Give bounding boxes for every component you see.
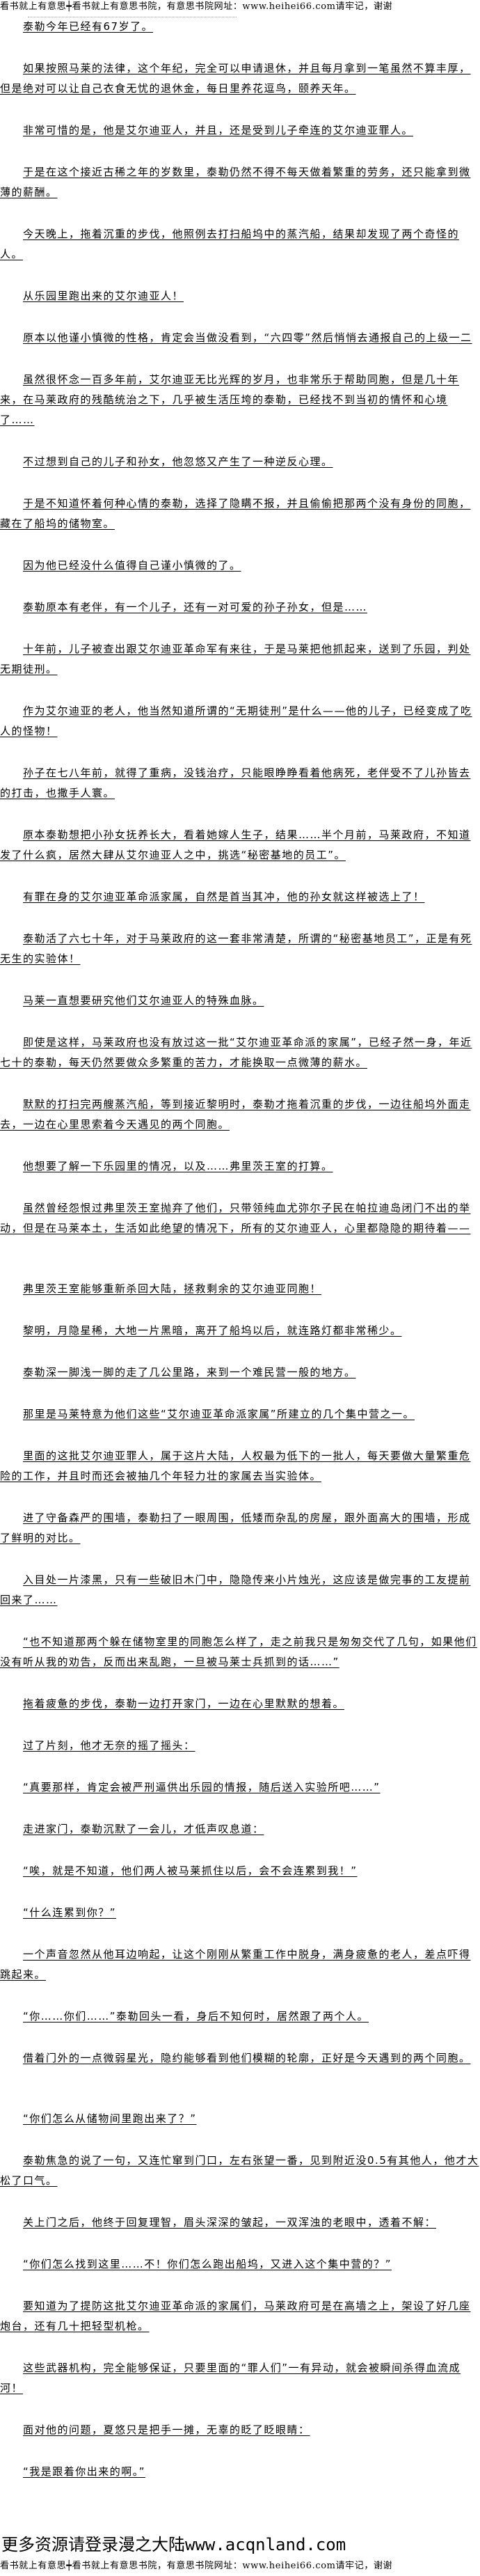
site-banner-bottom: 看书就上有意思┿看书就上有意思书院，有意思书院网址：www.heihei66.c… <box>0 2561 393 2571</box>
paragraph: 泰勒焦急的说了一句，又连忙窜到门口，左右张望一番，见到附近没0.5有其他人，他才… <box>0 2154 479 2187</box>
paragraph: 借着门外的一点微弱星光，隐约能够看到他们模糊的轮廓，正好是今天遇到的两个同胞。 <box>23 2052 471 2064</box>
paragraph: “你们怎么从储物间里跑出来了？” <box>23 2112 197 2125</box>
paragraph: 泰勒活了六七十年，对于马莱政府的这一套非常清楚，所谓的“秘密基地员工”，正是有死… <box>0 932 472 965</box>
paragraph: 原本泰勒想把小孙女抚养长大，看着她嫁人生子，结果……半个月前，马莱政府，不知道发… <box>0 828 471 861</box>
paragraph: “你……你们……”泰勒回头一看，身后不知何时，居然跟了两个人。 <box>23 2010 369 2023</box>
paragraph: 如果按照马莱的法律，这个年纪，完全可以申请退休，并且每月拿到一笔虽然不算丰厚，但… <box>0 62 471 95</box>
paragraph: 关上门之后，他终于回复理智，眉头深深的皱起，一双浑浊的老眼中，透着不解： <box>23 2216 437 2229</box>
paragraph: 虽然很怀念一百多年前，艾尔迪亚无比光辉的岁月，也非常乐于帮助同胞，但是几十年来，… <box>0 373 460 426</box>
paragraph: 作为艾尔迪亚的老人，他当然知道所谓的“无期徒刑”是什么——他的儿子，已经变成了吃… <box>0 705 472 737</box>
paragraph: 十年前，儿子被查出跟艾尔迪亚革命军有来往，于是马莱把他抓起来，送到了乐园，判处无… <box>0 643 471 675</box>
paragraph: 于是在这个接近古稀之年的岁数里，泰勒仍然不得不每天做着繁重的劳务，还只能拿到微薄… <box>0 166 471 198</box>
paragraph: 黎明，月隐星稀，大地一片黑暗，离开了船坞以后，就连路灯都非常稀少。 <box>23 1324 402 1337</box>
paragraph: 非常可惜的是，他是艾尔迪亚人，并且，还是受到儿子牵连的艾尔迪亚罪人。 <box>23 124 414 136</box>
paragraph: 泰勒深一脚浅一脚的走了几公里路，来到一个难民营一般的地方。 <box>23 1366 356 1379</box>
paragraph: 泰勒原本有老伴，有一个儿子，还有一对可爱的孙子孙女，但是…… <box>23 601 368 613</box>
paragraph: 泰勒今年已经有67岁了。 <box>23 20 154 33</box>
paragraph: 于是不知道怀着何种心情的泰勒，选择了隐瞒不报，并且偷偷把那两个没有身份的同胞，藏… <box>0 497 471 530</box>
chapter-body: 泰勒今年已经有67岁了。如果按照马莱的法律，这个年纪，完全可以申请退休，并且每月… <box>0 17 480 2504</box>
paragraph: 今天晚上，拖着沉重的步伐，他照例去打扫船坞中的蒸汽船，结果却发现了两个奇怪的人。 <box>0 228 460 260</box>
paragraph: 里面的这批艾尔迪亚罪人，属于这片大陆，人权最为低下的一批人，每天要做大量繁重危险… <box>0 1450 471 1482</box>
paragraph: 有罪在身的艾尔迪亚革命派家属，自然是首当其冲，他的孙女就这样被选上了！ <box>23 890 425 903</box>
paragraph: “唉，就是不知道，他们两人被马莱抓住以后，会不会连累到我！” <box>23 1864 358 1877</box>
paragraph: 过了片刻，他才无奈的摇了摇头： <box>23 1739 195 1752</box>
paragraph: 走进家门，泰勒沉默了一会儿，才低声叹息道： <box>23 1823 264 1835</box>
paragraph: 拖着疲惫的步伐，泰勒一边打开家门，一边在心里默默的想着。 <box>23 1697 345 1710</box>
paragraph: 因为他已经没什么值得自己谨小慎微的了。 <box>23 559 241 572</box>
paragraph: 即使是这样，马莱政府也没有放过这一批“艾尔迪亚革命派的家属”，已经孑然一身，年近… <box>0 1036 472 1069</box>
paragraph: 那里是马莱特意为他们这些“艾尔迪亚革命派家属”所建立的几个集中营之一。 <box>23 1408 415 1420</box>
paragraph: 弗里茨王室能够重新杀回大陆，拯救剩余的艾尔迪亚同胞！ <box>23 1282 322 1295</box>
paragraph: “我是跟着你出来的啊。” <box>23 2465 146 2478</box>
paragraph: “也不知道那两个躲在储物室里的同胞怎么样了，走之前我只是匆匆交代了几句，如果他们… <box>0 1635 477 1668</box>
paragraph: 他想要了解一下乐园里的情况，以及……弗里茨王室的打算。 <box>23 1160 333 1172</box>
paragraph: 入目处一片漆黑，只有一些破旧木门中，隐隐传来小片烛光，这应该是做完事的工友提前回… <box>0 1573 471 1606</box>
paragraph: “你们怎么找到这里……不！你们怎么跑出船坞，又进入这个集中营的？” <box>23 2258 392 2270</box>
watermark-text: 更多资源请登录漫之大陆www.acqnland.com <box>1 2535 346 2554</box>
paragraph: “什么连累到你？” <box>23 1906 117 1919</box>
paragraph: 虽然曾经怨恨过弗里茨王室抛弃了他们，只带领纯血尤弥尔子民在帕拉迪岛闭门不出的举动… <box>0 1202 471 1234</box>
paragraph: 进了守备森严的围墙，泰勒扫了一眼周围，低矮而杂乱的房屋，跟外面高大的围墙，形成了… <box>0 1511 471 1544</box>
paragraph: 一个声音忽然从他耳边响起，让这个刚刚从繁重工作中脱身，满身疲惫的老人，差点吓得跳… <box>0 1948 471 1981</box>
site-banner-top: 看书就上有意思┿看书就上有意思书院，有意思书院网址：www.heihei66.c… <box>0 1 393 12</box>
paragraph: 不过想到自己的儿子和孙女，他忽悠又产生了一种逆反心理。 <box>23 455 333 468</box>
paragraph: 原本以他谨小慎微的性格，肯定会当做没看到，“六四零”然后悄悄去通报自己的上级一二 <box>23 331 472 344</box>
paragraph: “真要那样，肯定会被严刑逼供出乐园的情报，随后送入实验所吧……” <box>23 1781 381 1793</box>
paragraph: 要知道为了提防这批艾尔迪亚革命派的家属们，马莱政府可是在高墙之上，架设了好几座炮… <box>0 2300 471 2332</box>
paragraph: 这些武器机构，完全能够保证，只要里面的“罪人们”一有异动，就会被瞬间杀得血流成河… <box>0 2362 461 2394</box>
paragraph: 默默的打扫完两艘蒸汽船，等到接近黎明时，泰勒才拖着沉重的步伐，一边往船坞外面走去… <box>0 1098 471 1131</box>
paragraph: 马莱一直想要研究他们艾尔迪亚人的特殊血脉。 <box>23 994 264 1007</box>
paragraph: 面对他的问题，夏悠只是把手一摊，无辜的眨了眨眼睛： <box>23 2424 310 2436</box>
paragraph: 孙子在七八年前，就得了重病，没钱治疗，只能眼睁睁看着他病死，老伴受不了儿孙皆去的… <box>0 767 471 799</box>
paragraph: 从乐园里跑出来的艾尔迪亚人！ <box>23 290 184 302</box>
